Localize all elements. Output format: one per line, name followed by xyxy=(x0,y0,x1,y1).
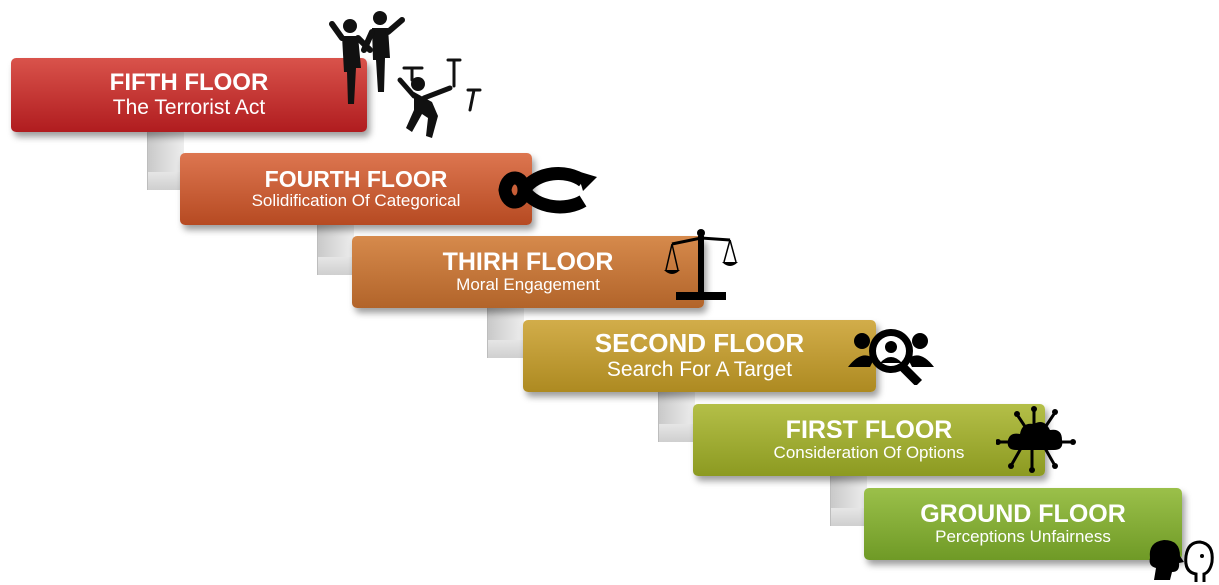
floor-fifth: FIFTH FLOOR The Terrorist Act xyxy=(11,58,367,132)
floor-title: FOURTH FLOOR xyxy=(264,166,448,193)
floor-first: FIRST FLOOR Consideration Of Options xyxy=(693,404,1045,476)
user-search-icon xyxy=(848,329,934,385)
cloud-network-icon xyxy=(996,406,1076,473)
floor-title: FIRST FLOOR xyxy=(785,416,953,445)
floor-subtitle: Search For A Target xyxy=(606,357,793,381)
step-connector-4 xyxy=(658,392,695,442)
floor-title: THIRH FLOOR xyxy=(442,248,614,277)
floor-subtitle: Moral Engagement xyxy=(456,275,600,295)
floor-second: SECOND FLOOR Search For A Target xyxy=(523,320,876,392)
infinity-cycle-icon xyxy=(498,167,597,214)
two-heads-icon xyxy=(1149,540,1214,582)
step-connector-5 xyxy=(830,476,867,526)
floor-title: FIFTH FLOOR xyxy=(109,69,269,97)
floor-title: GROUND FLOOR xyxy=(920,500,1126,529)
people-fighting-icon xyxy=(329,11,482,138)
floor-title: SECOND FLOOR xyxy=(594,328,805,359)
floor-subtitle: Consideration Of Options xyxy=(773,443,965,463)
scales-of-justice-icon xyxy=(664,229,738,300)
step-connector-2 xyxy=(317,225,354,275)
step-connector-3 xyxy=(487,308,524,358)
floor-ground: GROUND FLOOR Perceptions Unfairness xyxy=(864,488,1182,560)
floor-fourth: FOURTH FLOOR Solidification Of Categoric… xyxy=(180,153,532,225)
floor-subtitle: Perceptions Unfairness xyxy=(935,527,1111,547)
step-connector-1 xyxy=(147,132,184,190)
floor-third: THIRH FLOOR Moral Engagement xyxy=(352,236,704,308)
floor-subtitle: Solidification Of Categorical xyxy=(251,191,461,211)
floor-subtitle: The Terrorist Act xyxy=(112,95,266,119)
